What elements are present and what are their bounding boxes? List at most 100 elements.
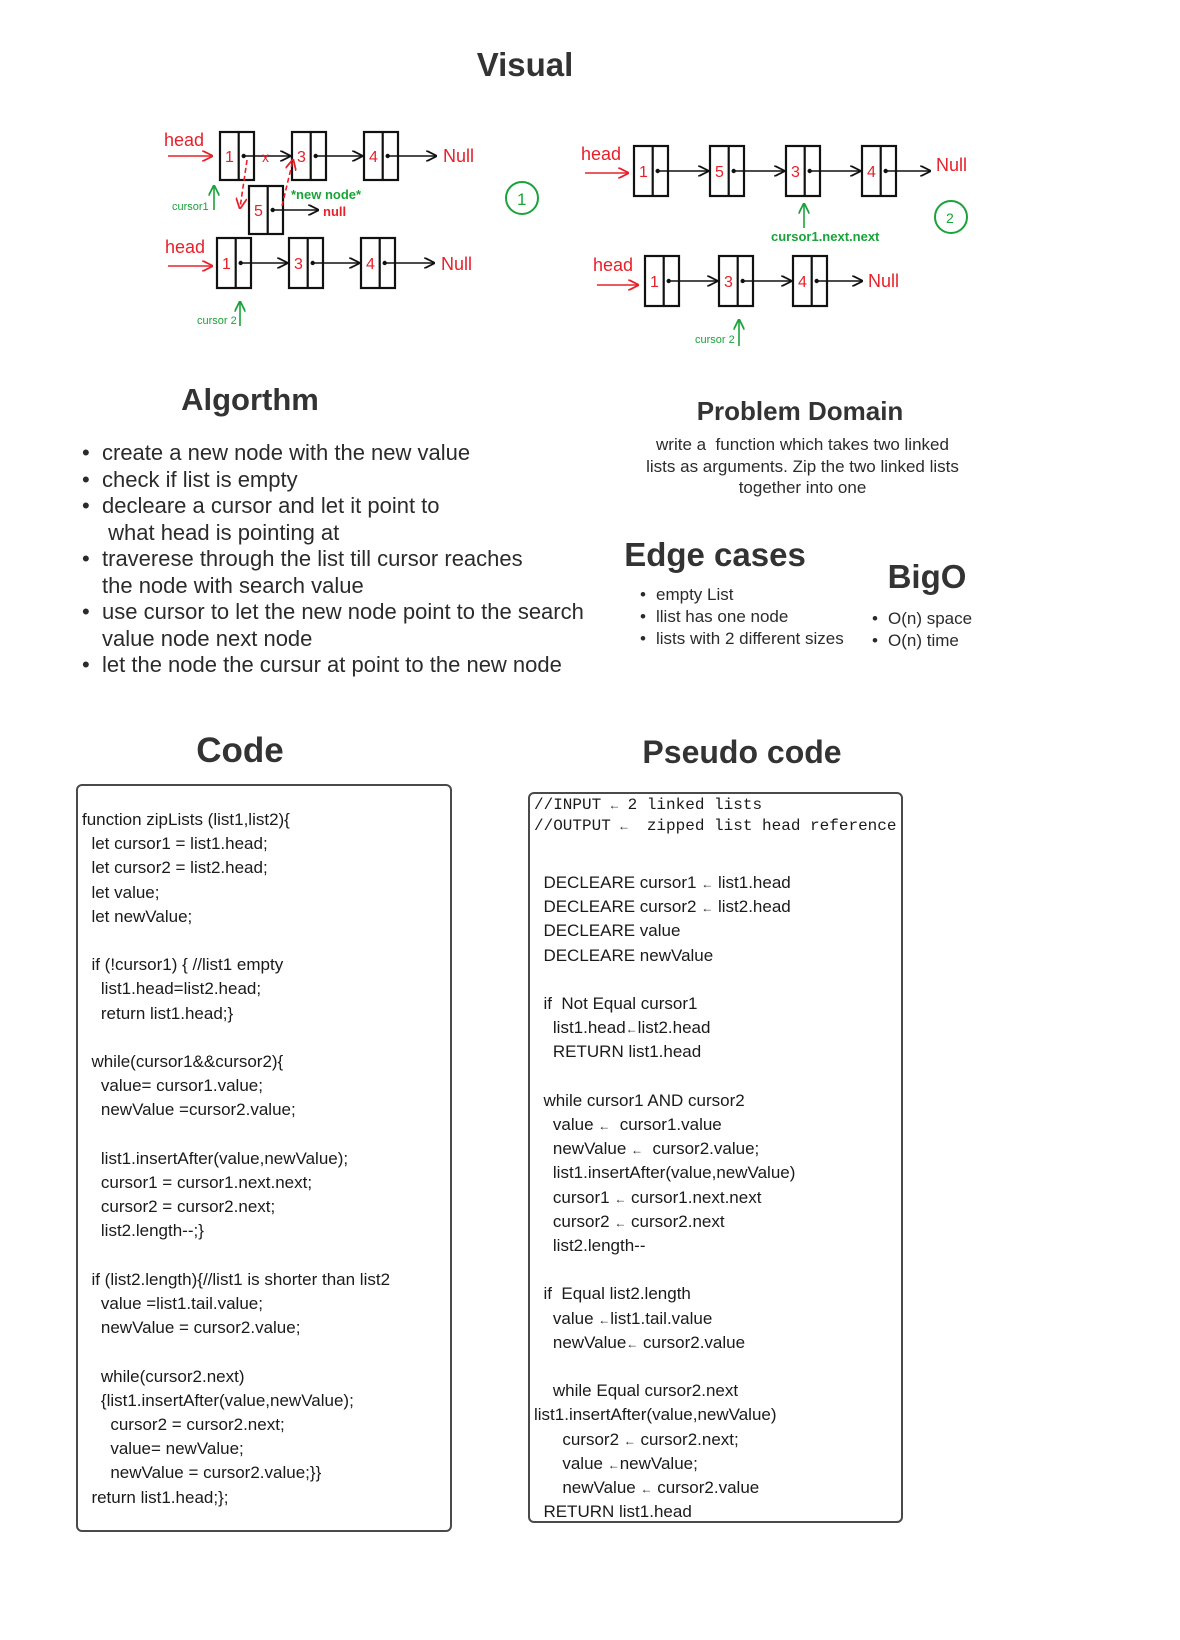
step-one-icon [505, 181, 539, 215]
step-number: 2 [946, 210, 954, 226]
assign-arrow-icon: ← [640, 1482, 653, 1496]
edge-case-item: lists with 2 different sizes [640, 628, 880, 650]
node-value: 3 [724, 274, 733, 291]
step-two-icon [934, 200, 968, 234]
pseudo-text: cursor1 [534, 1187, 615, 1207]
null-label: null [323, 204, 346, 219]
null-label: Null [936, 155, 967, 175]
assign-arrow-icon: ← [610, 799, 619, 813]
assign-arrow-icon: ← [607, 1457, 620, 1472]
assign-arrow-icon: ← [614, 1191, 627, 1206]
pseudo-text: DECLEARE value [534, 921, 681, 941]
new-link-arrow [240, 159, 248, 208]
problem-domain-title: Problem Domain [696, 396, 904, 426]
algorithm-item-text: check if list is empty [102, 466, 298, 492]
pseudo-text: list2.head [637, 1018, 711, 1038]
algorithm-item-text: decleare a cursor and let it point to [102, 493, 440, 518]
code-line: return list1.head;}; [82, 1487, 229, 1507]
pseudo-line: //INPUT ← 2 linked lists [534, 796, 762, 814]
pseudo-line: while Equal cursor2.next [534, 1381, 738, 1401]
pseudo-text: newValue [534, 1139, 632, 1159]
node-value: 1 [225, 149, 234, 166]
cut-mark: x [262, 149, 269, 165]
code-line: let value; [82, 882, 160, 902]
null-label: Null [441, 254, 472, 274]
code-line: list1.head=list2.head; [82, 979, 262, 999]
code-line: newValue = cursor2.value;}} [82, 1463, 322, 1483]
code-line: if (list2.length){//list1 is shorter tha… [82, 1269, 391, 1289]
code-line: return list1.head;} [82, 1003, 234, 1023]
pseudo-line: DECLEARE cursor1 ← list1.head [534, 873, 790, 893]
node-value: 3 [297, 149, 306, 166]
assign-arrow-icon: ← [620, 820, 628, 834]
edge-case-item: empty List [640, 584, 880, 606]
head-label: head [165, 237, 205, 257]
code-line: cursor2 = cursor2.next; [82, 1415, 285, 1434]
pseudo-text: while cursor1 AND cursor2 [534, 1090, 745, 1110]
code-line: function zipLists (list1,list2){ [82, 810, 290, 829]
assign-arrow-icon: ← [598, 1119, 611, 1133]
pseudo-text: cursor2 [534, 1211, 615, 1231]
bigo-item: O(n) time [872, 630, 1002, 652]
pseudo-line: value ←newValue; [534, 1454, 698, 1474]
pseudo-line: list1.insertAfter(value,newValue) [534, 1405, 777, 1425]
assign-arrow-icon: ← [614, 1215, 627, 1230]
node-value: 1 [639, 164, 648, 181]
pseudo-text: list1.head [534, 1018, 626, 1038]
pseudo-line: cursor2 ← cursor2.next [534, 1212, 725, 1232]
algorithm-title: Algorthm [181, 382, 319, 417]
pseudo-line: while cursor1 AND cursor2 [534, 1090, 745, 1111]
algorithm-item-text: let the node the cursur at point to the … [102, 652, 562, 677]
pseudo-text: zipped list head reference [627, 817, 897, 835]
edge-cases-list: empty Listllist has one nodelists with 2… [640, 584, 880, 650]
algorithm-item-text: use cursor to let the new node point to … [102, 599, 584, 624]
problem-domain-line: write a function which takes two linked [656, 435, 949, 454]
pseudo-text: value [534, 1453, 608, 1473]
pseudo-text: DECLEARE newValue [534, 945, 714, 965]
new-node-label: *new node* [291, 187, 362, 202]
code-line: newValue =cursor2.value; [82, 1100, 296, 1120]
null-label: Null [868, 271, 899, 291]
pseudo-text: list1.tail.value [610, 1308, 713, 1328]
pseudo-line: DECLEARE cursor2 ← list2.head [534, 897, 791, 917]
pseudo-line: newValue ← cursor2.value [534, 1478, 759, 1498]
pseudo-text: value [534, 1308, 599, 1328]
pseudo-line: if Not Equal cursor1 [534, 994, 697, 1014]
pseudo-text: cursor2.value [652, 1478, 760, 1497]
assign-arrow-icon: ← [701, 901, 714, 916]
pseudo-text: RETURN list1.head [534, 1042, 702, 1062]
pseudo-text: list1.insertAfter(value,newValue) [534, 1405, 777, 1425]
pseudo-text: newValue; [619, 1453, 698, 1473]
code-line: list2.length--;} [82, 1221, 204, 1241]
code-line: let cursor2 = list2.head; [82, 858, 268, 878]
node-value: 1 [650, 274, 659, 291]
pseudo-text: cursor2.next; [635, 1429, 739, 1449]
assign-arrow-icon: ← [626, 1336, 639, 1351]
pseudo-text: list2.head [713, 897, 791, 917]
cursor-label: cursor 2 [197, 315, 237, 327]
step-number: 1 [517, 190, 526, 209]
code-line: value =list1.tail.value; [82, 1294, 263, 1313]
assign-arrow-icon: ← [701, 877, 714, 891]
node-value: 5 [715, 164, 724, 181]
pseudo-text: cursor1.next.next [626, 1187, 762, 1207]
pseudo-text: RETURN list1.head [534, 1502, 692, 1522]
algorithm-item-continuation: what head is pointing at [102, 519, 340, 545]
problem-domain-line: lists as arguments. Zip the two linked l… [646, 456, 959, 476]
algorithm-item: check if list is empty [82, 467, 602, 494]
node-value: 4 [369, 149, 378, 166]
pseudo-line: newValue ← cursor2.value; [534, 1139, 759, 1159]
pseudo-text: DECLEARE cursor1 [534, 873, 702, 892]
head-label: head [164, 130, 204, 150]
pseudo-line: list1.insertAfter(value,newValue) [534, 1163, 796, 1183]
algorithm-list: create a new node with the new valuechec… [82, 440, 602, 679]
pseudo-line: newValue← cursor2.value [534, 1333, 745, 1353]
head-label: head [593, 255, 633, 275]
pseudo-text: cursor2.value; [643, 1139, 760, 1159]
cursor-label: cursor 2 [695, 334, 735, 346]
algorithm-item-text: traverese through the list till cursor r… [102, 546, 523, 571]
algorithm-item: use cursor to let the new node point to … [82, 599, 602, 652]
code-line: if (!cursor1) { //list1 empty [82, 955, 284, 975]
